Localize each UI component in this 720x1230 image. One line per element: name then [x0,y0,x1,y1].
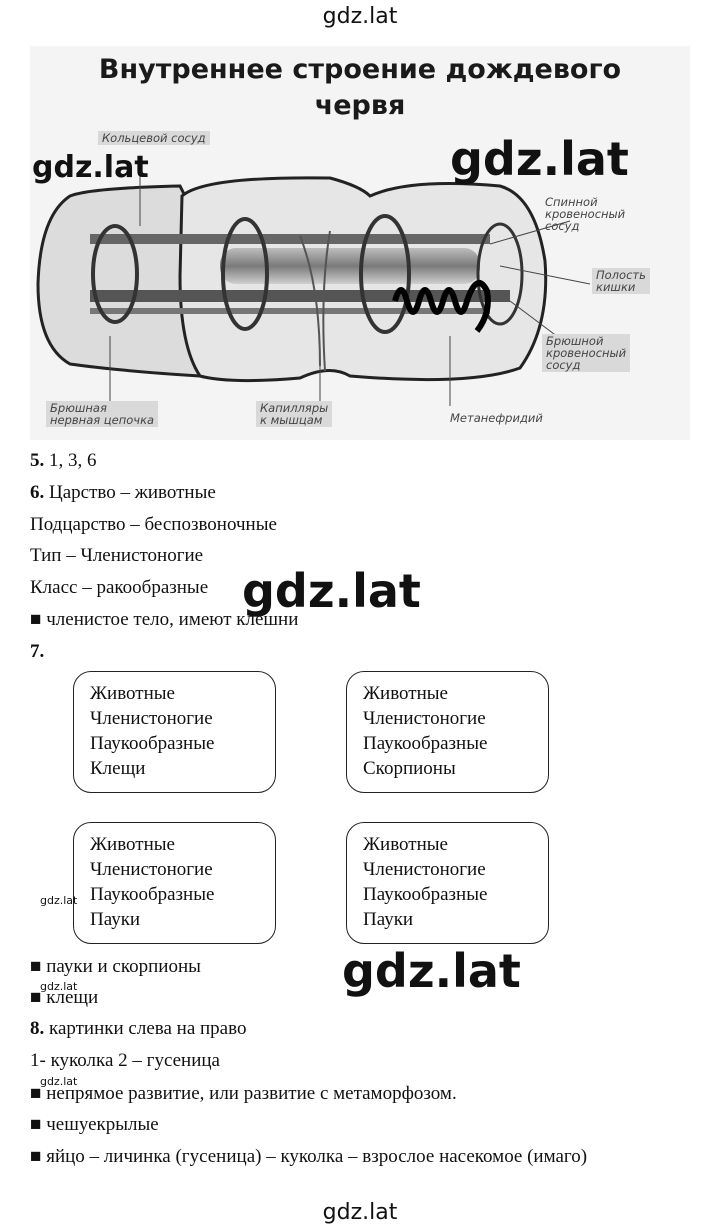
label-metanephridium: Метанефридий [450,411,543,425]
label-dorsal-vessel: Спинной кровеносный сосуд [545,195,626,233]
answer-8-line-2: ■ непрямое развитие, или развитие с мета… [30,1083,457,1104]
watermark-small-2: gdz.lat [40,980,78,993]
answer-7-line-1: ■ пауки и скорпионы [30,956,201,977]
answer-8: 8. картинки слева на право [30,1018,247,1039]
label-gut-cavity: Полость кишки [592,268,650,294]
answer-8-line-4: ■ яйцо – личинка (гусеница) – куколка – … [30,1146,588,1167]
answer-7: 7. [30,641,45,662]
figure-title-line2: червя [314,90,406,121]
taxonomy-box: Животные Членистоногие Паукообразные Кле… [73,671,276,793]
answer-5: 5. 1, 3, 6 [30,450,97,471]
watermark-lower: gdz.lat [342,944,521,998]
label-ring-vessel: Кольцевой сосуд [98,131,210,145]
earthworm-diagram [36,158,591,406]
answer-8-line-1: 1- куколка 2 – гусеница [30,1050,220,1071]
taxonomy-box: Животные Членистоногие Паукообразные Ско… [346,671,549,793]
watermark-bottom: gdz.lat [322,1200,398,1225]
taxonomy-box: Животные Членистоногие Паукообразные Пау… [346,822,549,944]
label-capillaries: Капилляры к мышцам [256,401,333,427]
answer-6-line-3: Класс – ракообразные [30,577,209,598]
label-nerve-chain: Брюшная нервная цепочка [46,401,159,427]
answer-6-line-1: Подцарство – беспозвоночные [30,514,277,535]
answer-7-line-2: ■ клещи [30,987,99,1008]
answer-6-line-4: ■ членистое тело, имеют клешни [30,609,299,630]
taxonomy-box: Животные Членистоногие Паукообразные Пау… [73,822,276,944]
watermark-figure-right: gdz.lat [450,132,629,186]
watermark-figure-left: gdz.lat [32,150,149,185]
answer-6-line-2: Тип – Членистоногие [30,545,204,566]
answer-8-line-3: ■ чешуекрылые [30,1114,159,1135]
watermark-top: gdz.lat [322,4,398,29]
watermark-small-1: gdz.lat [40,894,78,907]
answer-6: 6. Царство – животные [30,482,216,503]
earthworm-figure: Внутреннее строение дождевого червя [30,46,690,440]
watermark-middle: gdz.lat [242,564,421,618]
label-ventral-vessel: Брюшной кровеносный сосуд [542,334,631,372]
watermark-small-3: gdz.lat [40,1075,78,1088]
figure-title-line1: Внутреннее строение дождевого [98,54,622,85]
